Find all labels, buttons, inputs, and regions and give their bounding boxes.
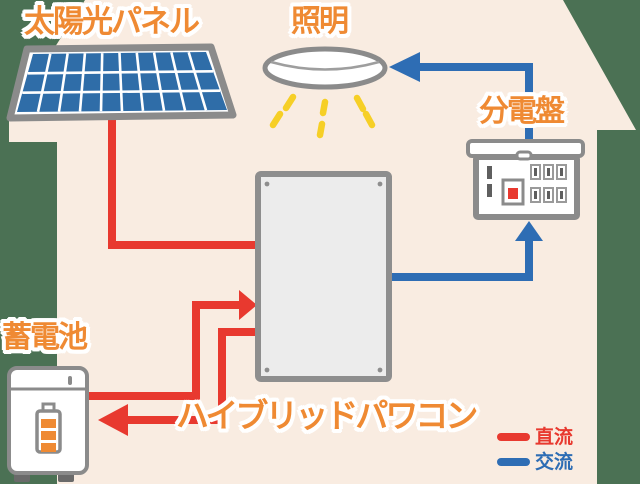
wire-ac-pcs-to-board [390,221,543,281]
ceiling-light [262,46,388,139]
arrow-left-icon [389,52,420,82]
light-rim-line [270,60,380,71]
pcs-screws [264,181,383,373]
ac-line-swatch [497,458,530,466]
distribution-board [466,139,585,220]
dc-legend-label: 直流 [535,426,574,448]
arrow-up-icon [515,221,543,241]
wire-dc-battery-to-pcs [88,290,257,400]
dc-line-swatch [497,433,530,441]
light-rays [269,93,376,139]
wire-dc-solar-to-pcs [108,114,257,249]
solar-panel-label: 太陽光パネル [24,4,200,39]
arrow-right-icon [239,290,257,320]
legend: 直流 交流 [497,427,573,477]
wire-dc-pcs-to-battery [98,328,257,436]
legend-row-dc: 直流 [497,427,573,447]
legend-row-ac: 交流 [497,452,573,472]
battery-icon [35,402,62,454]
lighting-label: 照明 [291,5,349,38]
hybrid-pcs-box [255,171,392,382]
solar-panel [6,43,237,122]
storage-battery-label: 蓄電池 [2,321,88,354]
battery-vent-slot [68,376,72,385]
main-breaker-switch [508,188,518,199]
arrow-left-icon [98,404,128,436]
branch-breakers [530,164,567,203]
wire-ac-board-to-light [389,52,533,142]
board-lid-tab [515,150,533,161]
ac-legend-label: 交流 [535,451,574,473]
board-left-slots [487,166,492,197]
distribution-board-label: 分電盤 [479,95,565,128]
hybrid-pcs-label: ハイブリッドパワコン [176,397,478,434]
storage-battery [7,366,89,482]
solar-cell-grid [22,51,221,113]
main-breaker [501,178,525,206]
